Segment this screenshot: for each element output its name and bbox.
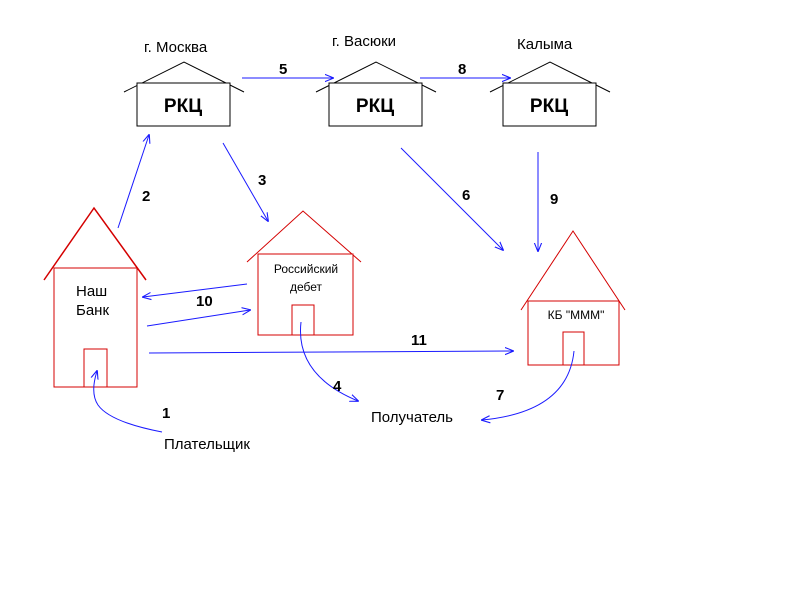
arrow-2	[117, 135, 149, 229]
arrow-label-10: 10	[196, 293, 213, 310]
recipient-label: Получатель	[371, 409, 453, 426]
russian-debet-door	[291, 304, 315, 336]
arrow-label-8: 8	[458, 61, 466, 78]
arrow-label-7: 7	[496, 387, 504, 404]
arrow-1	[94, 371, 163, 433]
arrow-label-5: 5	[279, 61, 287, 78]
payer-label: Плательщик	[164, 436, 250, 453]
arrow-label-4: 4	[333, 378, 342, 395]
russian-debet-house: Российский дебет	[246, 210, 362, 336]
arrow-label-11: 11	[411, 332, 427, 349]
arrow-3	[222, 142, 268, 221]
rkc-kalyma-label: РКЦ	[530, 96, 568, 117]
kb-mmm-house: КБ "МММ"	[520, 230, 626, 366]
arrow-label-9: 9	[550, 191, 558, 208]
arrow-label-1: 1	[162, 405, 170, 422]
arrows	[94, 78, 575, 433]
russian-debet-label-line1: Российский	[274, 262, 338, 276]
our-bank-label-line2: Банк	[76, 302, 109, 319]
place-label-kalyma: Калыма	[517, 36, 573, 53]
arrow-6	[400, 147, 503, 250]
arrow-10a	[143, 283, 248, 297]
our-bank-house: Наш Банк	[43, 206, 147, 388]
rkc-vasyuki-house: РКЦ	[315, 61, 437, 127]
arrow-7	[482, 350, 575, 420]
arrow-label-2: 2	[142, 188, 150, 205]
arrow-10b	[146, 310, 250, 327]
place-label-moscow: г. Москва	[144, 39, 208, 56]
rkc-moscow-house: РКЦ	[123, 61, 245, 127]
our-bank-label-line1: Наш	[76, 283, 107, 300]
arrow-4	[299, 321, 358, 401]
rkc-kalyma-house: РКЦ	[489, 61, 611, 127]
russian-debet-label-line2: дебет	[290, 280, 323, 294]
place-label-vasyuki: г. Васюки	[332, 33, 396, 50]
arrow-11	[148, 351, 513, 353]
rkc-moscow-label: РКЦ	[164, 96, 202, 117]
our-bank-door	[83, 348, 108, 388]
arrow-label-6: 6	[462, 187, 470, 204]
kb-mmm-door	[562, 331, 585, 366]
arrow-label-3: 3	[258, 172, 266, 189]
kb-mmm-label: КБ "МММ"	[548, 308, 605, 322]
rkc-vasyuki-label: РКЦ	[356, 96, 394, 117]
